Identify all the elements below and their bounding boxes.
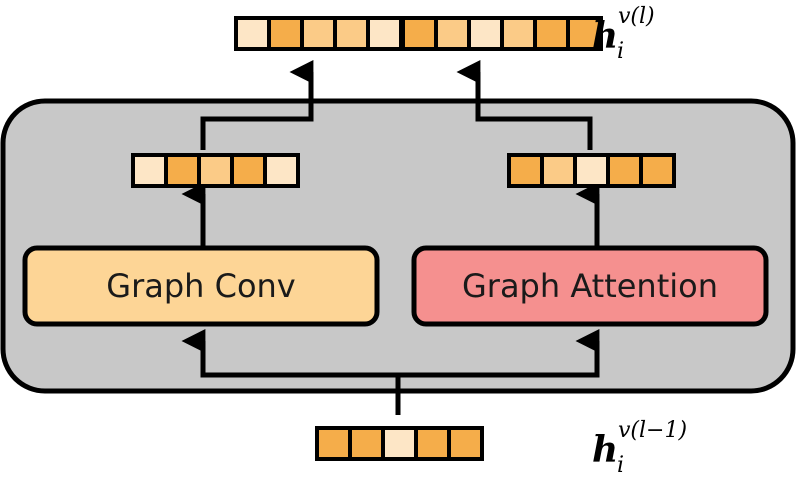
vector-cell: [401, 16, 438, 51]
input-label-subscript: i: [617, 453, 624, 478]
graph-conv-output-vector: [131, 153, 300, 188]
connectors: [181, 60, 600, 415]
attn-vector-to-output-arrow: [456, 60, 593, 150]
input-label-superscript: v(l−1): [618, 418, 687, 443]
vector-cell: [348, 426, 385, 461]
output-label: h i v(l): [592, 4, 655, 64]
vector-cell: [467, 16, 504, 51]
vector-cell: [540, 153, 577, 188]
vector-cell: [500, 16, 537, 51]
graph-attention-label: Graph Attention: [462, 267, 718, 305]
vector-cell: [447, 426, 484, 461]
graph-attention-output-vector: [507, 153, 676, 188]
vector-cell: [131, 153, 168, 188]
input-to-attn-arrow: [398, 329, 600, 378]
vector-cell: [414, 426, 451, 461]
vector-cell: [381, 426, 418, 461]
graph-attention-module: Graph Attention: [411, 245, 769, 327]
vector-cell: [315, 426, 352, 461]
conv-vector-to-output-arrow: [200, 60, 314, 150]
output-label-subscript: i: [617, 39, 624, 64]
output-label-superscript: v(l): [618, 4, 655, 29]
vector-cell: [434, 16, 471, 51]
vector-cell: [197, 153, 234, 188]
input-vector: [315, 426, 484, 461]
vector-cell: [300, 16, 337, 51]
input-label-base: h: [592, 429, 618, 471]
vector-cell: [267, 16, 304, 51]
vector-cell: [230, 153, 267, 188]
vector-cell: [533, 16, 570, 51]
vector-cell: [333, 16, 370, 51]
output-label-base: h: [592, 15, 618, 57]
vector-cell: [639, 153, 676, 188]
vector-cell: [366, 16, 403, 51]
vector-cell: [573, 153, 610, 188]
output-vector-right: [401, 16, 603, 51]
output-vector-left: [234, 16, 403, 51]
graph-conv-module: Graph Conv: [22, 245, 380, 327]
vector-cell: [263, 153, 300, 188]
vector-cell: [164, 153, 201, 188]
graph-conv-label: Graph Conv: [106, 267, 295, 305]
vector-cell: [507, 153, 544, 188]
vector-cell: [566, 16, 603, 51]
vector-cell: [234, 16, 271, 51]
input-label: h i v(l−1): [592, 418, 687, 478]
input-to-conv-arrow: [181, 329, 401, 415]
vector-cell: [606, 153, 643, 188]
